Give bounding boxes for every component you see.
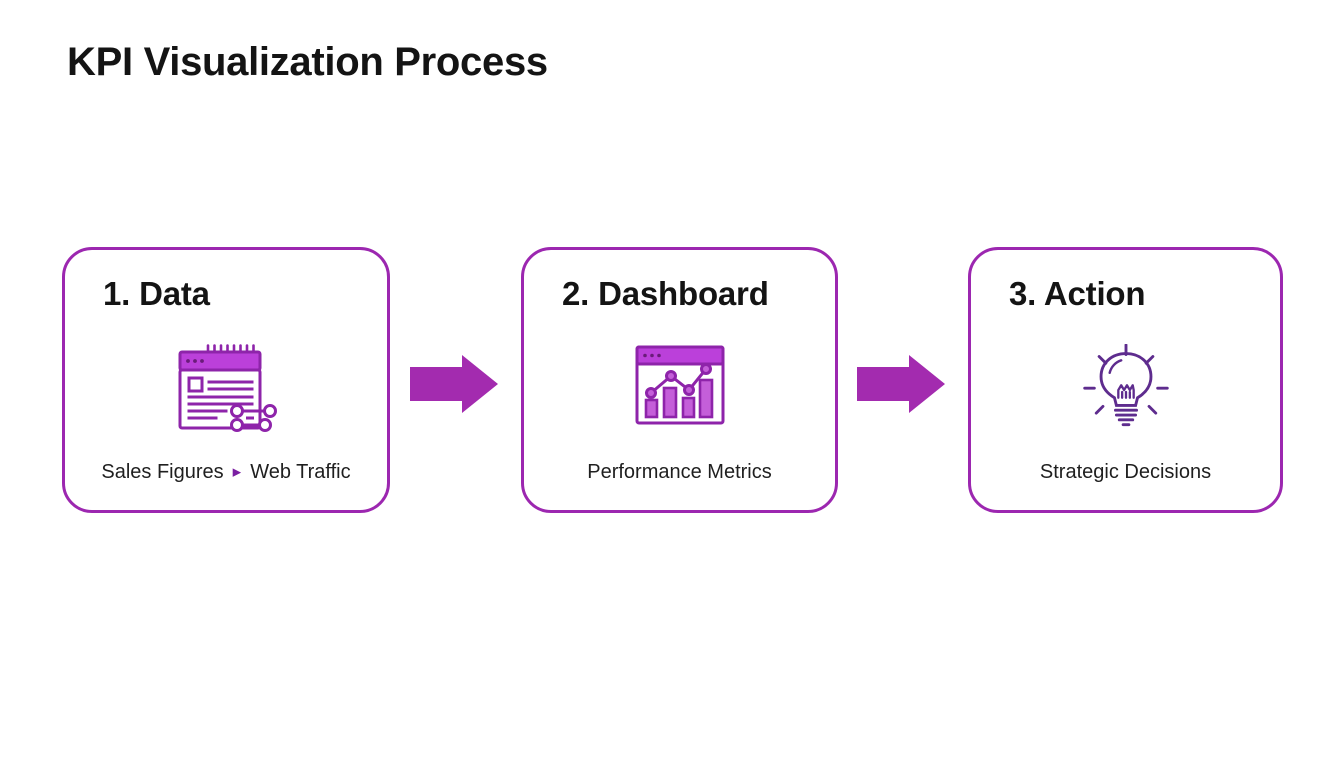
dashboard-chart-icon — [524, 344, 835, 426]
caption-separator-bullet: ▸ — [232, 462, 242, 481]
step-heading-action: 3. Action — [1009, 275, 1146, 312]
step-heading-data: 1. Data — [103, 275, 210, 312]
flow-arrow-icon — [410, 355, 498, 413]
lightbulb-icon — [971, 344, 1280, 440]
notebook-data-icon — [65, 344, 387, 436]
page-title: KPI Visualization Process — [67, 40, 548, 84]
step-caption-data: Sales Figures ▸ Web Traffic — [65, 461, 387, 484]
caption-text-primary: Performance Metrics — [587, 461, 772, 483]
step-heading-dashboard: 2. Dashboard — [562, 275, 769, 312]
caption-text-primary: Sales Figures — [101, 461, 224, 483]
step-box-action: 3. Action — [968, 247, 1283, 513]
flow-arrow-icon — [857, 355, 945, 413]
step-box-data: 1. Data — [62, 247, 390, 513]
caption-text-primary: Strategic Decisions — [1039, 461, 1212, 483]
step-box-dashboard: 2. Dashboard — [521, 247, 838, 513]
caption-text-secondary: Web Traffic — [250, 461, 351, 483]
step-caption-action: Strategic Decisions — [971, 461, 1280, 484]
step-caption-dashboard: Performance Metrics — [524, 461, 835, 484]
